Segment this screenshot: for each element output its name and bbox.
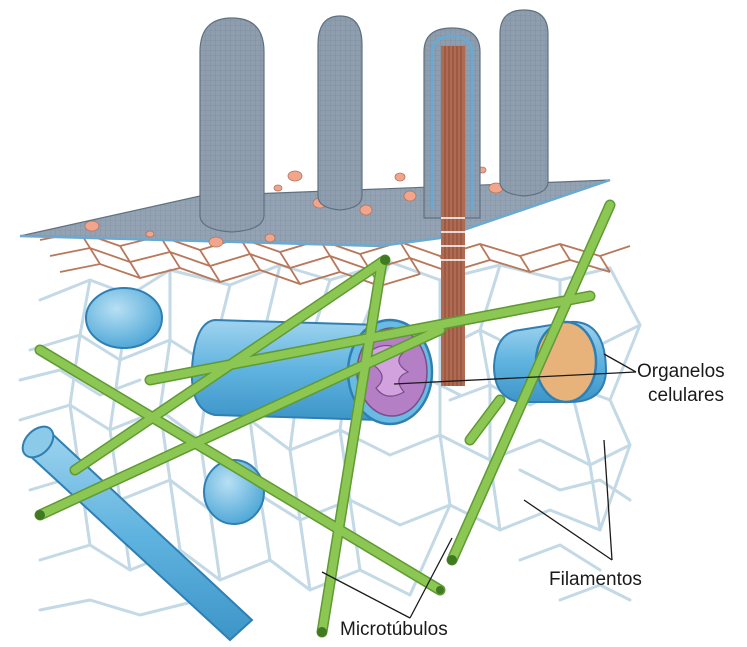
organelles-label-line1: Organelos bbox=[637, 360, 725, 383]
organelles-label-line2: celulares bbox=[648, 384, 724, 407]
organelles bbox=[17, 288, 606, 640]
microtubules-label: Microtúbulos bbox=[340, 618, 448, 641]
filaments-label: Filamentos bbox=[549, 568, 642, 591]
vesicle-upper-left bbox=[86, 288, 162, 348]
actin-bundle bbox=[441, 46, 465, 386]
